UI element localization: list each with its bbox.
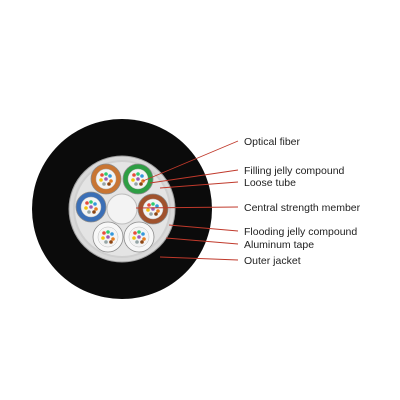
optical-fiber-strand — [141, 232, 145, 236]
optical-fiber-strand — [151, 202, 155, 206]
optical-fiber-strand — [106, 230, 110, 234]
optical-fiber-strand — [94, 207, 98, 211]
leader-line-outer-jacket — [159, 256, 239, 261]
loose-tube-2 — [122, 163, 154, 195]
optical-fiber-strand — [139, 182, 143, 186]
optical-fiber-strand — [106, 235, 110, 239]
optical-fiber-strand — [155, 204, 159, 208]
leader-line-loose-tube — [159, 181, 239, 189]
optical-fiber-strand — [107, 182, 111, 186]
leader-line-filling-jelly-compound — [149, 169, 239, 184]
optical-fiber-strand — [110, 232, 114, 236]
optical-fiber-strand — [137, 230, 141, 234]
central-strength-member — [106, 193, 138, 225]
label-optical-fiber: Optical fiber — [244, 136, 301, 148]
optical-fiber-strand — [154, 212, 158, 216]
optical-fiber-strand — [87, 210, 91, 214]
label-outer-jacket: Outer jacket — [244, 255, 301, 267]
leader-line-aluminum-tape — [165, 237, 239, 245]
optical-fiber-strand — [104, 172, 108, 176]
optical-fiber-strand — [131, 178, 135, 182]
optical-fiber-strand — [85, 201, 89, 205]
label-aluminum-tape: Aluminum tape — [244, 239, 314, 251]
optical-fiber-strand — [104, 177, 108, 181]
optical-fiber-strand — [108, 174, 112, 178]
label-loose-tube: Loose tube — [244, 177, 296, 189]
optical-fiber-strand — [101, 236, 105, 240]
optical-fiber-strand — [92, 210, 96, 214]
callouts-group: Optical fiber Filling jelly compound Loo… — [135, 136, 361, 267]
optical-fiber-strand — [104, 240, 108, 244]
loose-tubes-group — [75, 163, 169, 253]
optical-fiber-strand — [99, 178, 103, 182]
optical-fiber-strand — [135, 240, 139, 244]
optical-fiber-strand — [156, 209, 160, 213]
optical-fiber-strand — [132, 173, 136, 177]
loose-tube-3 — [75, 191, 107, 223]
leader-line-optical-fiber — [142, 140, 239, 182]
label-flooding-jelly-compound: Flooding jelly compound — [244, 226, 357, 238]
optical-fiber-strand — [140, 174, 144, 178]
optical-fiber-strand — [93, 202, 97, 206]
optical-fiber-strand — [132, 236, 136, 240]
optical-fiber-strand — [111, 237, 115, 241]
optical-fiber-strand — [149, 212, 153, 216]
label-central-strength-member: Central strength member — [244, 202, 361, 214]
cable-cross-section — [32, 119, 212, 299]
optical-fiber-strand — [146, 208, 150, 212]
optical-fiber-strand — [89, 205, 93, 209]
leader-line-flooding-jelly-compound — [168, 224, 239, 232]
loose-tube-1 — [90, 163, 122, 195]
leader-line-central-strength-member — [135, 206, 239, 209]
optical-fiber-strand — [100, 173, 104, 177]
optical-fiber-strand — [84, 206, 88, 210]
optical-fiber-strand — [102, 182, 106, 186]
optical-fiber-strand — [109, 240, 113, 244]
optical-fiber-strand — [147, 203, 151, 207]
optical-fiber-strand — [137, 235, 141, 239]
optical-fiber-strand — [136, 177, 140, 181]
optical-fiber-strand — [134, 182, 138, 186]
loose-tube-6 — [123, 221, 155, 253]
optical-fiber-strand — [133, 231, 137, 235]
optical-fiber-strand — [89, 200, 93, 204]
optical-fiber-strand — [140, 240, 144, 244]
loose-tube-4 — [137, 193, 169, 225]
label-filling-jelly-compound: Filling jelly compound — [244, 165, 345, 177]
loose-tube-5 — [92, 221, 124, 253]
optical-fiber-strand — [102, 231, 106, 235]
optical-fiber-strand — [109, 179, 113, 183]
optical-fiber-strand — [142, 237, 146, 241]
optical-fiber-strand — [136, 172, 140, 176]
